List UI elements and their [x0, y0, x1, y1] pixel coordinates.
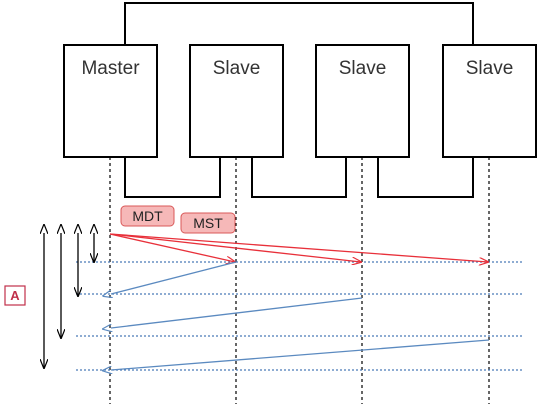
ring-link-slave1-slave2 [251, 157, 347, 198]
mdt-tag: MDT [120, 205, 175, 227]
master-label: Master [81, 58, 140, 79]
timing-lines [76, 261, 524, 371]
mdt-arrows [109, 233, 488, 262]
mst-tag: MST [180, 212, 236, 234]
mst-arrow-slave-2 [111, 297, 363, 328]
timing-label-box: A [4, 285, 26, 306]
master-box: Master [63, 44, 158, 158]
mdt-arrow-slave-3 [109, 233, 488, 262]
mst-arrows [111, 261, 490, 370]
slave-label-1: Slave [213, 58, 261, 79]
ring-top-line [124, 2, 474, 45]
ring-link-master-slave1 [124, 157, 221, 198]
timing-label-a: A [10, 288, 20, 303]
slave-box-1: Slave [189, 44, 284, 158]
mst-label: MST [193, 215, 223, 231]
timing-interval-arrows [44, 233, 94, 368]
mst-arrow-slave-3 [111, 339, 490, 370]
ring-link-slave2-slave3 [377, 157, 474, 198]
mst-arrow-slave-1 [111, 261, 237, 294]
slave-box-3: Slave [442, 44, 537, 158]
mdt-arrow-slave-2 [109, 233, 361, 262]
slave-label-3: Slave [466, 58, 514, 79]
slave-box-2: Slave [315, 44, 410, 158]
slave-label-2: Slave [339, 58, 387, 79]
lifelines [109, 157, 490, 404]
mdt-label: MDT [132, 208, 163, 224]
ring-connection [124, 2, 474, 198]
mdt-arrow-slave-1 [109, 233, 235, 262]
